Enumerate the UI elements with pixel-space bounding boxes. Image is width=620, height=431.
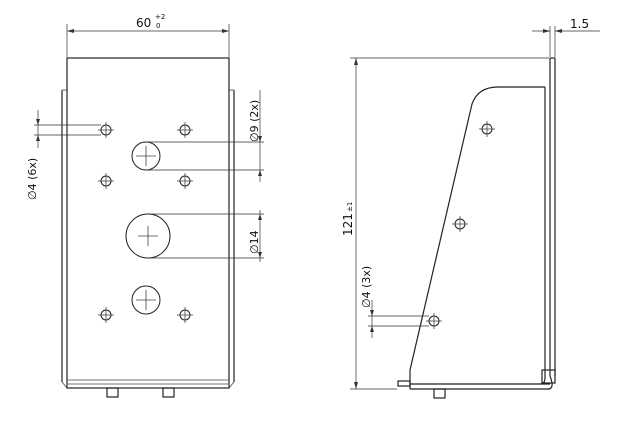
small-hole xyxy=(177,307,193,323)
side-hole xyxy=(426,313,442,329)
thickness-value: 1.5 xyxy=(570,17,589,31)
gusset-profile xyxy=(409,86,545,389)
width-tol-upper: +2 xyxy=(155,13,165,21)
small-hole xyxy=(177,173,193,189)
side-hole xyxy=(479,121,495,137)
medium-hole xyxy=(131,141,161,171)
medium-hole-dimension xyxy=(146,90,264,182)
thickness-dimension xyxy=(532,26,600,57)
medium-hole-label: ∅9 (2x) xyxy=(248,100,261,142)
small-hole-dimension xyxy=(34,110,101,148)
small-hole xyxy=(98,173,114,189)
height-tolerance: ±1 xyxy=(346,202,354,212)
height-dimension xyxy=(350,57,549,390)
small-hole-label: ∅4 (6x) xyxy=(26,158,39,200)
side-hole-dimension xyxy=(368,300,429,338)
front-view: 60 +2 0 ∅4 (6x) ∅9 (2x) ∅14 xyxy=(26,13,264,398)
large-hole-label: ∅14 xyxy=(248,230,261,254)
large-hole-dimension xyxy=(148,210,264,262)
small-hole xyxy=(98,307,114,323)
width-value: 60 xyxy=(136,16,151,30)
corner-fold xyxy=(541,369,556,384)
side-bottom-tab xyxy=(433,388,446,399)
side-view: 1.5 121 ±1 ∅4 (3x) xyxy=(341,17,600,399)
side-hole xyxy=(452,216,468,232)
large-hole xyxy=(125,213,171,259)
medium-hole xyxy=(131,285,161,315)
width-dimension xyxy=(66,24,230,57)
width-tol-lower: 0 xyxy=(156,22,160,30)
small-hole xyxy=(98,122,114,138)
bottom-tab-left xyxy=(106,387,119,398)
small-hole xyxy=(177,122,193,138)
side-hole-label: ∅4 (3x) xyxy=(360,266,373,308)
front-plate-outline xyxy=(66,57,230,389)
height-value: 121 xyxy=(341,213,355,236)
bottom-tab-right xyxy=(162,387,175,398)
